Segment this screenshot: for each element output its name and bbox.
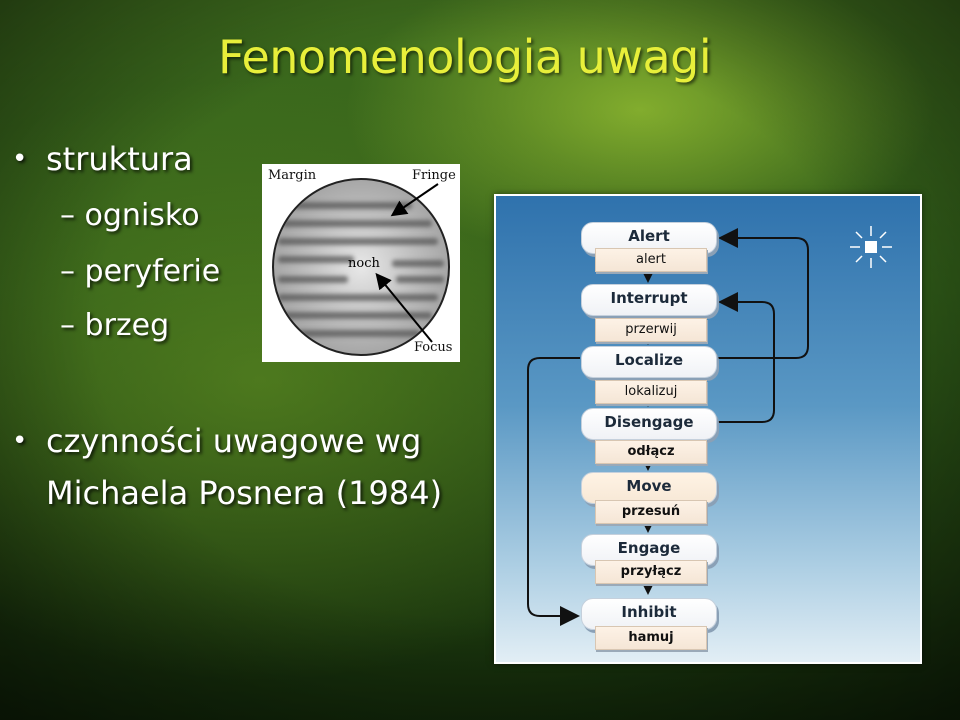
stage-move: Move xyxy=(581,472,717,504)
stage-alert-pl: alert xyxy=(595,248,707,272)
stage-alert-label: Alert xyxy=(628,227,670,245)
stage-localize-label: Localize xyxy=(614,351,684,369)
label-margin: Margin xyxy=(268,168,317,183)
stage-engage-label: Engage xyxy=(617,539,681,557)
label-focus: Focus xyxy=(414,340,453,355)
stage-interrupt-label: Interrupt xyxy=(610,289,688,307)
stage-engage-pl: przyłącz xyxy=(595,560,707,584)
light-burst-icon xyxy=(850,226,892,268)
bullet-czynnosci-line1: czynności uwagowe wg xyxy=(46,422,422,460)
subitem-ognisko: – ognisko xyxy=(60,198,200,233)
slide-title: Fenomenologia uwagi xyxy=(218,30,712,84)
stage-move-pl: przesuń xyxy=(595,500,707,524)
subitem-brzeg: – brzeg xyxy=(60,308,170,343)
bullet-dot: • xyxy=(12,144,28,174)
bullet-czynnosci-line2: Michaela Posnera (1984) xyxy=(46,474,443,512)
bullet-struktura: struktura xyxy=(46,140,193,178)
figure-pointer-arrows xyxy=(375,183,439,343)
label-fringe: Fringe xyxy=(412,168,456,183)
stage-inhibit-label: Inhibit xyxy=(621,603,677,621)
stage-inhibit: Inhibit xyxy=(581,598,717,630)
stage-move-label: Move xyxy=(626,477,672,495)
stage-interrupt: Interrupt xyxy=(581,284,717,316)
focus-word: noch xyxy=(348,256,380,271)
stage-localize: Localize xyxy=(581,346,717,378)
bullet-dot: • xyxy=(12,426,28,456)
stage-interrupt-pl: przerwij xyxy=(595,318,707,342)
stage-disengage-pl: odłącz xyxy=(595,440,707,464)
stage-disengage-label: Disengage xyxy=(604,413,694,431)
subitem-peryferie: – peryferie xyxy=(60,254,221,289)
stage-disengage: Disengage xyxy=(581,408,717,440)
stage-inhibit-pl: hamuj xyxy=(595,626,707,650)
stage-localize-pl: lokalizuj xyxy=(595,380,707,404)
posner-model-panel: Alert alert Interrupt przerwij Localize … xyxy=(494,194,922,664)
attention-field-figure: noch Margin Fringe Focus xyxy=(262,164,460,362)
